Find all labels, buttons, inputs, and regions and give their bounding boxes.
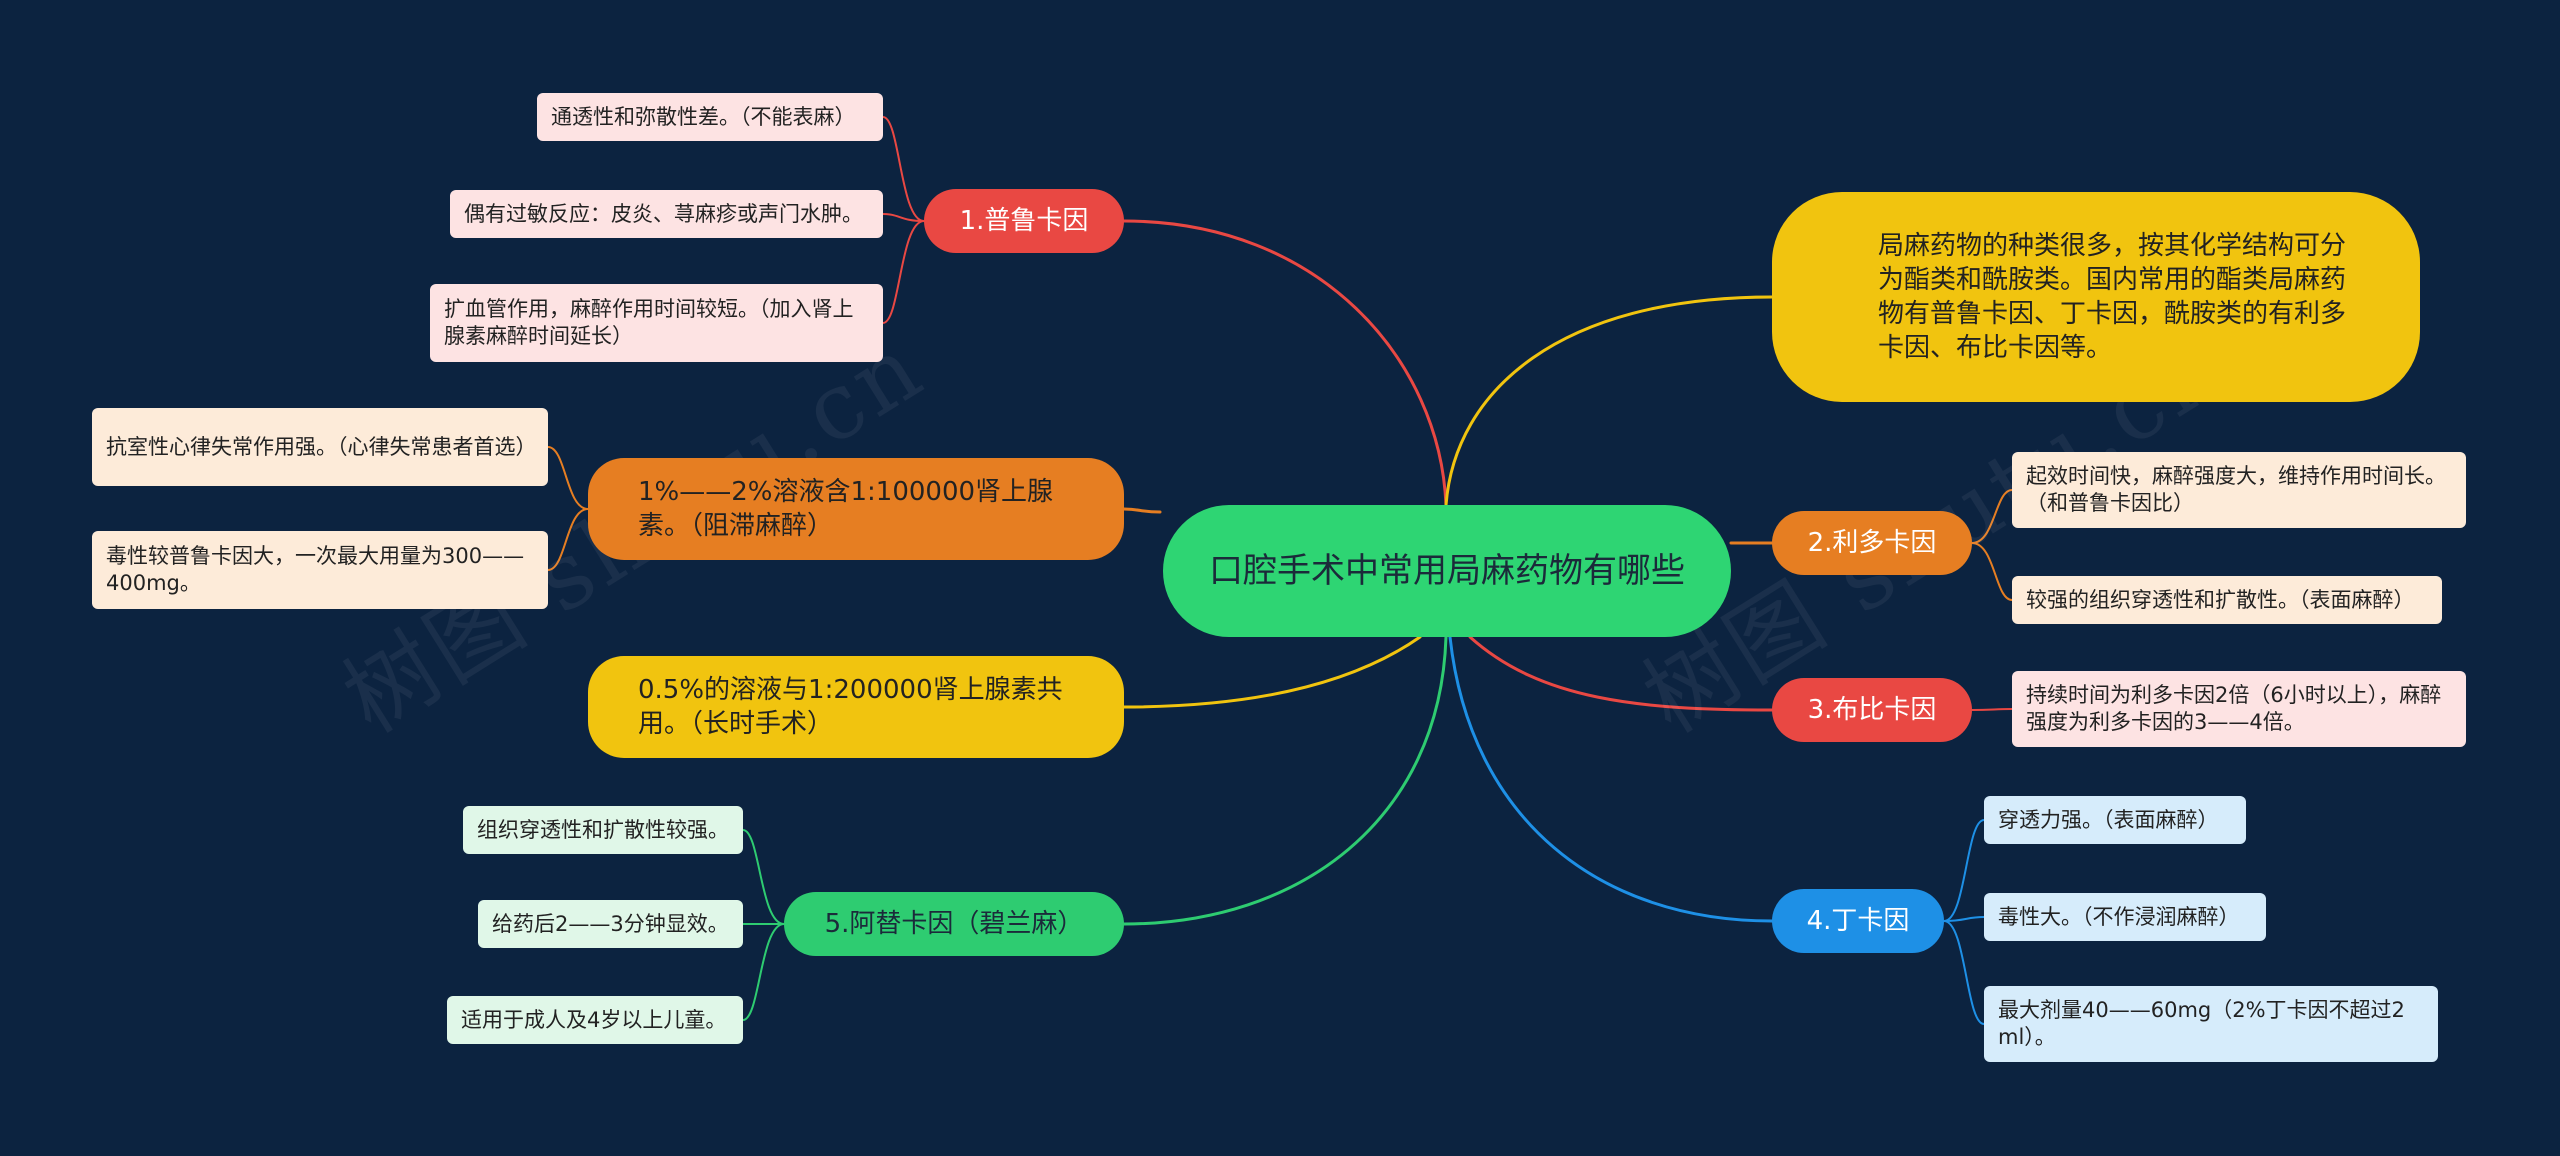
link-tetracaine-leaf-1	[1943, 819, 1985, 922]
link-lidocaine-leaf-1	[1971, 489, 2013, 544]
leaf-articaine-block-2[interactable]: 毒性较普鲁卡因大，一次最大用量为300——400mg。	[92, 531, 548, 609]
link-block-leaf-1	[547, 446, 589, 510]
leaf-text: 给药后2——3分钟显效。	[492, 911, 729, 936]
link-lidocaine-leaf-2	[1971, 542, 2013, 601]
leaf-text: 较强的组织穿透性和扩散性。（表面麻醉）	[2026, 587, 2415, 612]
link-articaine	[1122, 635, 1448, 926]
leaf-text: 通透性和弥散性差。（不能表麻）	[551, 104, 856, 129]
leaf-text: 穿透力强。（表面麻醉）	[1998, 807, 2219, 832]
leaf-articaine-3[interactable]: 适用于成人及4岁以上儿童。	[447, 996, 743, 1044]
branch-bupivacaine[interactable]: 3.布比卡因	[1772, 678, 1972, 742]
leaf-articaine-1[interactable]: 组织穿透性和扩散性较强。	[463, 806, 743, 854]
central-topic[interactable]: 口腔手术中常用局麻药物有哪些	[1163, 505, 1731, 637]
link-block-leaf-2	[547, 508, 589, 571]
link-intro	[1444, 295, 1774, 507]
intro-text: 局麻药物的种类很多，按其化学结构可分为酯类和酰胺类。国内常用的酯类局麻药物有普鲁…	[1878, 231, 2347, 363]
branch-procaine[interactable]: 1.普鲁卡因	[924, 189, 1124, 253]
branch-long-surgery[interactable]: 0.5%的溶液与1:200000肾上腺素共用。（长时手术）	[588, 656, 1124, 758]
link-articaine-block	[1122, 507, 1162, 514]
branch-articaine-label: 5.阿替卡因（碧兰麻）	[824, 909, 1084, 939]
leaf-lidocaine-1[interactable]: 起效时间快，麻醉强度大，维持作用时间长。（和普鲁卡因比）	[2012, 452, 2466, 528]
leaf-text: 组织穿透性和扩散性较强。	[477, 817, 729, 842]
leaf-text: 偶有过敏反应：皮炎、荨麻疹或声门水肿。	[464, 201, 863, 226]
link-articaine-leaf-3	[742, 923, 785, 1021]
leaf-text: 毒性大。（不作浸润麻醉）	[1998, 904, 2240, 929]
leaf-bupivacaine-1[interactable]: 持续时间为利多卡因2倍（6小时以上），麻醉强度为利多卡因的3——4倍。	[2012, 671, 2466, 747]
leaf-text: 适用于成人及4岁以上儿童。	[461, 1007, 727, 1032]
branch-articaine-block-label: 1%——2%溶液含1:100000肾上腺素。（阻滞麻醉）	[638, 477, 1054, 541]
link-tetracaine-leaf-3	[1943, 920, 1985, 1025]
leaf-tetracaine-1[interactable]: 穿透力强。（表面麻醉）	[1984, 796, 2246, 844]
central-topic-label: 口腔手术中常用局麻药物有哪些	[1209, 551, 1685, 591]
branch-long-surgery-label: 0.5%的溶液与1:200000肾上腺素共用。（长时手术）	[638, 675, 1063, 739]
link-procaine	[1122, 219, 1448, 507]
leaf-text: 最大剂量40——60mg（2%丁卡因不超过2ml）。	[1998, 998, 2405, 1049]
leaf-lidocaine-2[interactable]: 较强的组织穿透性和扩散性。（表面麻醉）	[2012, 576, 2442, 624]
link-bupivacaine	[1468, 635, 1774, 712]
leaf-text: 起效时间快，麻醉强度大，维持作用时间长。（和普鲁卡因比）	[2026, 464, 2446, 515]
branch-articaine-block[interactable]: 1%——2%溶液含1:100000肾上腺素。（阻滞麻醉）	[588, 458, 1124, 560]
link-procaine-leaf-3	[882, 220, 925, 324]
branch-tetracaine-label: 4.丁卡因	[1806, 906, 1910, 936]
branch-lidocaine-label: 2.利多卡因	[1807, 528, 1937, 558]
leaf-tetracaine-2[interactable]: 毒性大。（不作浸润麻醉）	[1984, 893, 2266, 941]
link-long-surgery	[1122, 635, 1422, 709]
leaf-text: 抗室性心律失常作用强。（心律失常患者首选）	[106, 434, 537, 459]
branch-bupivacaine-label: 3.布比卡因	[1807, 695, 1937, 725]
leaf-procaine-2[interactable]: 偶有过敏反应：皮炎、荨麻疹或声门水肿。	[450, 190, 883, 238]
intro-node[interactable]: 局麻药物的种类很多，按其化学结构可分为酯类和酰胺类。国内常用的酯类局麻药物有普鲁…	[1772, 192, 2420, 402]
branch-lidocaine[interactable]: 2.利多卡因	[1772, 511, 1972, 575]
branch-procaine-label: 1.普鲁卡因	[959, 206, 1089, 236]
link-procaine-leaf-1	[882, 116, 925, 222]
branch-tetracaine[interactable]: 4.丁卡因	[1772, 889, 1944, 953]
leaf-articaine-2[interactable]: 给药后2——3分钟显效。	[478, 900, 743, 948]
link-articaine-leaf-1	[742, 829, 785, 925]
leaf-text: 毒性较普鲁卡因大，一次最大用量为300——400mg。	[106, 544, 525, 595]
leaf-procaine-1[interactable]: 通透性和弥散性差。（不能表麻）	[537, 93, 883, 141]
leaf-tetracaine-3[interactable]: 最大剂量40——60mg（2%丁卡因不超过2ml）。	[1984, 986, 2438, 1062]
leaf-text: 扩血管作用，麻醉作用时间较短。（加入肾上腺素麻醉时间延长）	[444, 297, 854, 348]
leaf-procaine-3[interactable]: 扩血管作用，麻醉作用时间较短。（加入肾上腺素麻醉时间延长）	[430, 284, 883, 362]
leaf-text: 持续时间为利多卡因2倍（6小时以上），麻醉强度为利多卡因的3——4倍。	[2026, 683, 2442, 734]
leaf-articaine-block-1[interactable]: 抗室性心律失常作用强。（心律失常患者首选）	[92, 408, 548, 486]
link-bupivacaine-leaf-1	[1971, 708, 2013, 711]
branch-articaine[interactable]: 5.阿替卡因（碧兰麻）	[784, 892, 1124, 956]
link-tetracaine	[1448, 635, 1774, 923]
link-procaine-leaf-2	[882, 213, 925, 222]
link-tetracaine-leaf-2	[1943, 916, 1985, 922]
